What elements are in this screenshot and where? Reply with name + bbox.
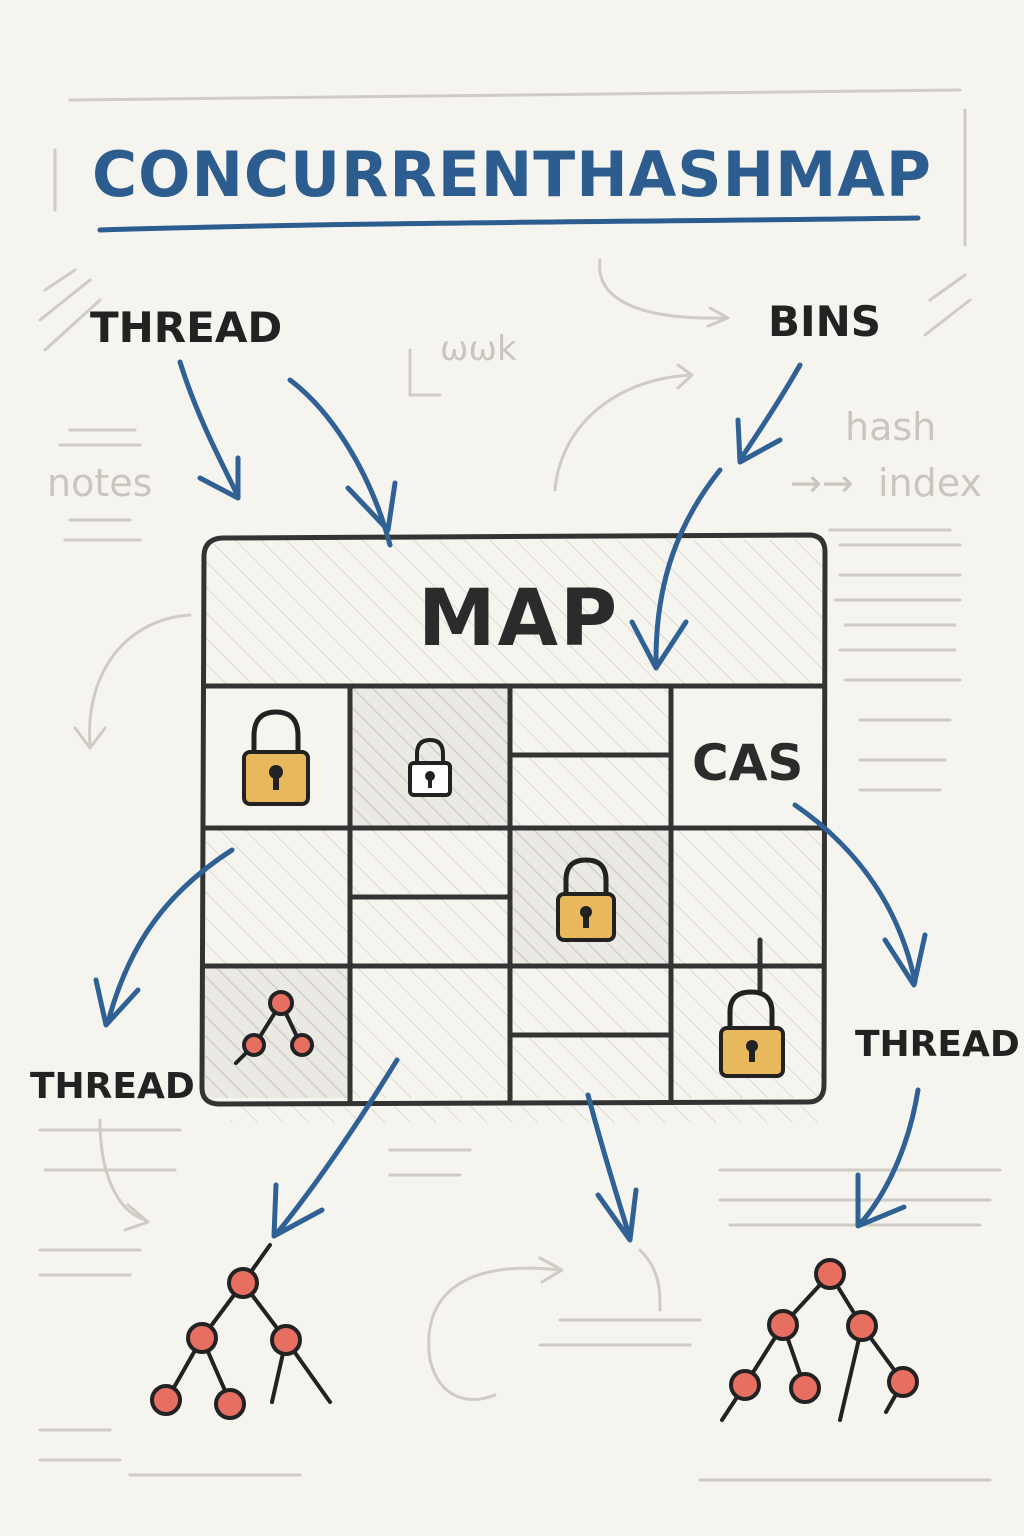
note-hash: hash [845,405,936,449]
note-notes: notes [47,461,152,505]
note-index: index [878,461,982,505]
tree-icon [234,990,314,1065]
cas-label: CAS [692,734,803,792]
page-title: CONCURRENTHASHMAP [92,138,932,211]
padlock-icon [408,737,452,797]
map-label: MAP [418,574,619,664]
padlock-icon [242,709,310,806]
title-underline [97,215,921,233]
label-bins: BINS [768,297,881,346]
padlock-icon [556,857,616,942]
faint-arrows [73,258,730,1401]
note-arrows: →→ [790,461,854,505]
label-thread-top: THREAD [90,303,282,352]
padlock-icon [719,989,785,1078]
note-squiggle: ѡѡk [440,329,517,369]
label-thread-right: THREAD [855,1024,1020,1065]
tree-icon [720,1258,919,1422]
background-sketch-lines [38,88,1002,1482]
arrow-icon [93,359,928,1243]
label-thread-left: THREAD [30,1066,195,1107]
map-table [199,532,828,1107]
tree-icon [150,1243,332,1420]
